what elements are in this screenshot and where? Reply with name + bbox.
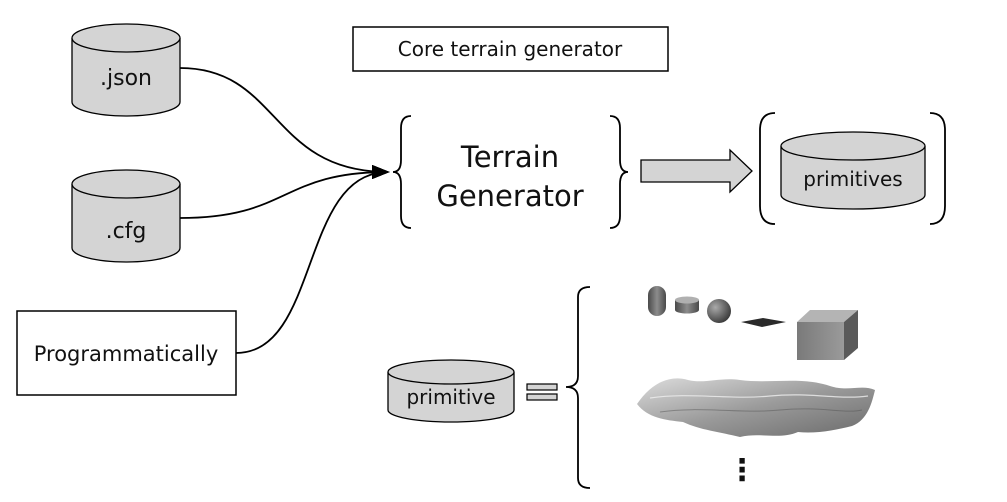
generator-right-brace: [609, 115, 629, 229]
programmatic-connector: [235, 164, 390, 354]
primitives-right-paren: [929, 112, 946, 225]
primitive-options-brace: [565, 286, 591, 489]
generator-label-line2: Generator: [436, 179, 583, 213]
primitive-database-icon: primitive: [387, 359, 515, 423]
equals-icon: [526, 383, 558, 401]
cfg-label: .cfg: [106, 219, 147, 244]
core-title: Core terrain generator: [398, 37, 623, 61]
capsule-shape-icon: [648, 286, 666, 316]
cfg-connector: [179, 164, 390, 219]
json-connector: [179, 67, 390, 180]
core-title-box: Core terrain generator: [352, 26, 669, 72]
sphere-shape-icon: [707, 299, 731, 323]
generator-left-brace: [392, 115, 412, 229]
cfg-database-icon: .cfg: [71, 169, 181, 263]
terrain-surface-icon: [637, 378, 875, 437]
generator-label-line1: Terrain: [460, 140, 559, 174]
primitive-label: primitive: [406, 385, 495, 409]
primitives-label: primitives: [803, 167, 902, 191]
json-label: .json: [100, 66, 152, 91]
more-primitives-ellipsis: ⋮: [727, 453, 757, 488]
primitives-left-paren: [759, 112, 776, 225]
box-shape-icon: [797, 310, 858, 360]
programmatically-label: Programmatically: [34, 342, 219, 366]
json-database-icon: .json: [71, 23, 181, 117]
plane-shape-icon: [741, 318, 786, 327]
output-arrow-icon: [640, 148, 753, 194]
cylinder-shape-icon: [675, 296, 699, 314]
primitives-database-icon: primitives: [780, 131, 926, 210]
programmatically-box: Programmatically: [16, 310, 237, 396]
